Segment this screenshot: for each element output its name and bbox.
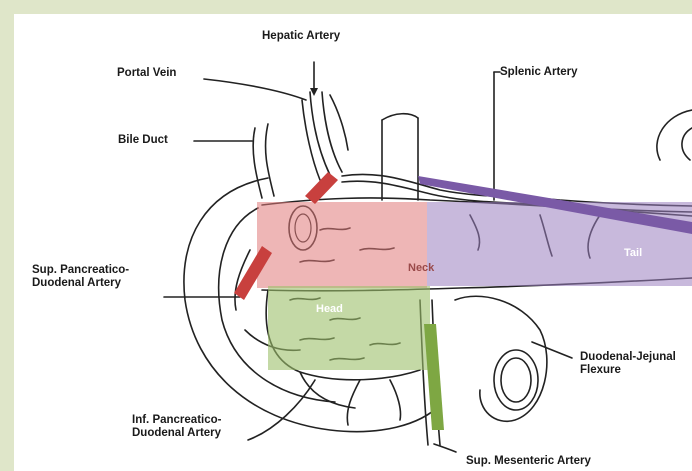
label-inf-pancreatico: Inf. Pancreatico- Duodenal Artery bbox=[132, 414, 221, 440]
label-duodenal-jejunal: Duodenal-Jejunal Flexure bbox=[580, 351, 676, 377]
neck-region bbox=[257, 202, 427, 288]
pancreas-diagram bbox=[14, 14, 692, 471]
label-hepatic-artery: Hepatic Artery bbox=[262, 30, 340, 43]
label-portal-vein: Portal Vein bbox=[117, 67, 176, 80]
label-sup-pancreatico: Sup. Pancreatico- Duodenal Artery bbox=[32, 264, 129, 290]
region-label-tail: Tail bbox=[624, 247, 642, 259]
label-bile-duct: Bile Duct bbox=[118, 134, 168, 147]
tail-region bbox=[427, 202, 692, 286]
head-region bbox=[268, 286, 430, 370]
region-label-head: Head bbox=[316, 303, 343, 315]
label-splenic-artery: Splenic Artery bbox=[500, 66, 578, 79]
hepatic-red-marker bbox=[305, 172, 338, 204]
mesenteric-green-marker bbox=[424, 324, 444, 430]
region-label-neck: Neck bbox=[408, 262, 434, 274]
label-sup-mesenteric: Sup. Mesenteric Artery bbox=[466, 455, 591, 468]
region-overlays bbox=[14, 14, 692, 471]
